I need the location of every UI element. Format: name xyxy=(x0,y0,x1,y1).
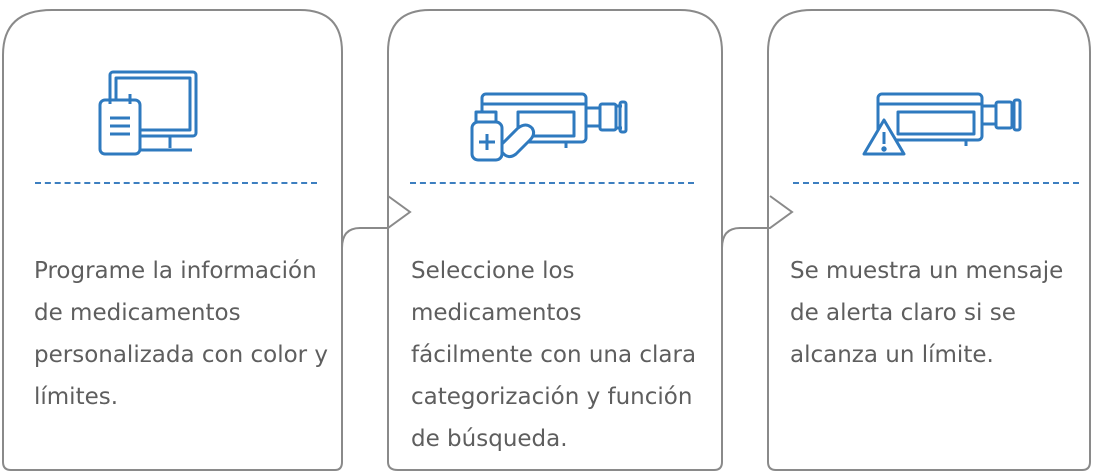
pump-with-warning-icon xyxy=(862,92,1022,156)
pump-with-medicine-bottle-icon xyxy=(470,92,628,162)
divider-2 xyxy=(410,182,694,184)
step-2-frame xyxy=(387,9,723,471)
step-3-text: Se muestra un mensaje de alerta claro si… xyxy=(790,258,1064,368)
divider-3 xyxy=(793,182,1079,184)
divider-1 xyxy=(35,182,317,184)
arrow-1-icon xyxy=(341,195,412,249)
arrow-2-icon xyxy=(721,195,794,249)
step-1-text: Programe la información de medicamentos … xyxy=(34,258,329,410)
monitor-with-clipboard-icon xyxy=(98,70,198,156)
step-1-frame xyxy=(2,9,343,471)
step-3-frame xyxy=(767,9,1091,471)
step-2-text: Seleccione los medicamentos fácilmente c… xyxy=(411,258,697,452)
